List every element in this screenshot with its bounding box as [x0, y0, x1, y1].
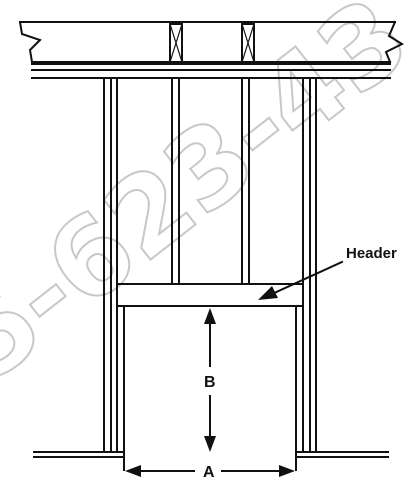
floor-joists — [18, 20, 405, 64]
header-beam — [116, 283, 304, 307]
header-label: Header — [346, 245, 397, 262]
dimension-a-label: A — [203, 464, 215, 481]
dimension-b-line — [204, 308, 216, 452]
sole-plate — [33, 305, 389, 471]
watermark-text: 5-623-43 — [0, 0, 409, 406]
studs — [103, 77, 317, 453]
header-leader-arrow — [258, 260, 344, 300]
top-plates — [31, 63, 391, 79]
dimension-b-label: B — [204, 374, 216, 391]
dimension-a-line — [125, 465, 295, 477]
